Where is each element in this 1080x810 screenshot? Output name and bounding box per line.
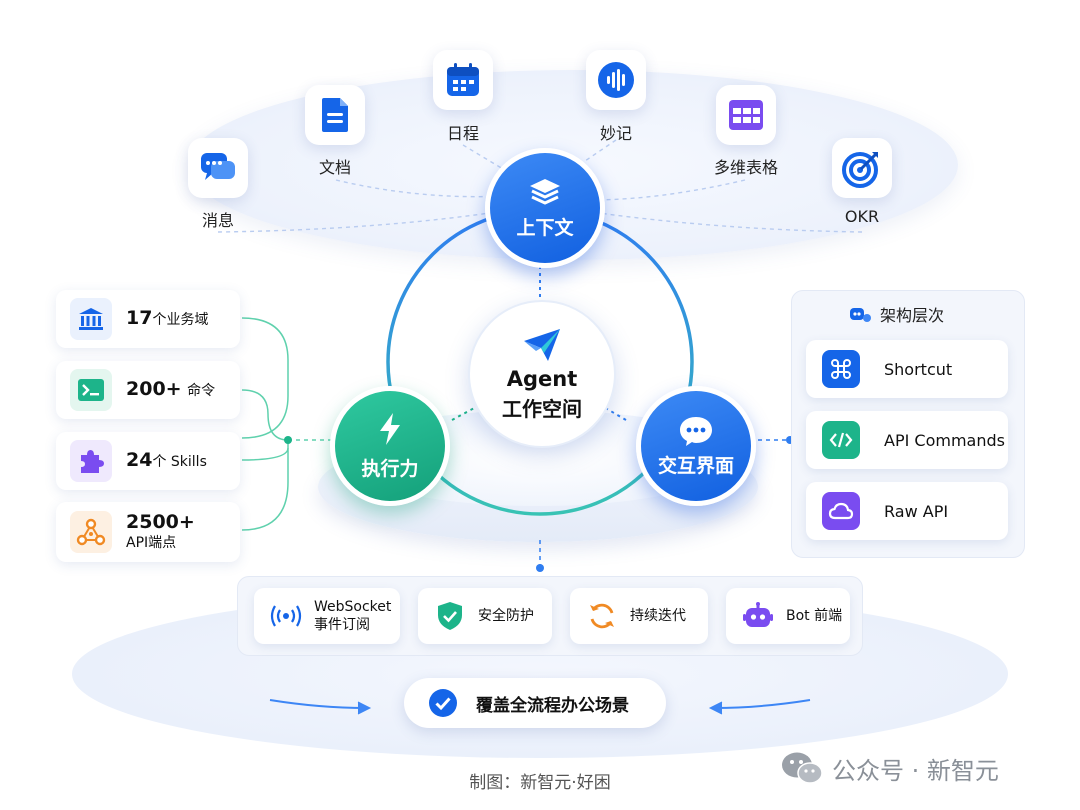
business-domains-count: 17 — [126, 307, 153, 330]
audio-wave-icon — [586, 50, 646, 110]
arch-item-raw-api-label: Raw API — [884, 501, 949, 521]
execution-node: 执行力 — [330, 386, 450, 506]
document-icon — [305, 85, 365, 145]
agent-subtitle: 工作空间 — [502, 396, 582, 421]
robot-icon — [740, 598, 776, 634]
app-label-calendar: 日程 — [446, 124, 479, 143]
refresh-icon — [584, 598, 620, 634]
puzzle-icon — [70, 440, 112, 482]
feature-iteration: 持续迭代 — [570, 588, 708, 644]
code-brackets-icon — [822, 421, 860, 459]
commands-count: 200+ — [126, 378, 182, 401]
target-icon — [832, 138, 892, 198]
feature-iteration-label: 持续迭代 — [630, 607, 686, 624]
terminal-icon — [70, 369, 112, 411]
feature-security-label: 安全防护 — [478, 607, 534, 624]
feature-security: 安全防护 — [418, 588, 552, 644]
arch-item-shortcut-label: Shortcut — [884, 359, 953, 379]
skills-label: 个 Skills — [152, 454, 207, 471]
layers-icon — [530, 178, 560, 204]
nodes-icon — [70, 511, 112, 553]
arch-item-api-commands: API Commands — [806, 411, 1008, 469]
feature-bot-frontend: Bot 前端 — [726, 588, 850, 644]
chat-bubbles-icon — [188, 138, 248, 198]
command-key-icon — [822, 350, 860, 388]
lightning-icon — [380, 412, 400, 445]
watermark-text: 公众号 · 新智元 — [832, 756, 999, 785]
coverage-pill: 覆盖全流程办公场景 — [404, 678, 666, 728]
card-api-endpoints: 2500+API端点 — [56, 502, 240, 562]
app-label-messages: 消息 — [201, 211, 234, 230]
bank-icon — [70, 298, 112, 340]
agent-workspace-node: Agent 工作空间 — [468, 300, 616, 448]
agent-title: Agent — [506, 366, 578, 391]
feature-websocket: WebSocket 事件订阅 — [254, 588, 400, 644]
paper-plane-icon — [524, 328, 560, 361]
coverage-text: 覆盖全流程办公场景 — [476, 695, 629, 716]
speech-bubble-icon — [680, 416, 712, 446]
arch-item-raw-api: Raw API — [806, 482, 1008, 540]
shield-check-icon — [432, 598, 468, 634]
context-label: 上下文 — [516, 216, 574, 239]
broadcast-icon — [268, 598, 304, 634]
api-endpoints-count: 2500+ — [126, 511, 195, 534]
context-node: 上下文 — [485, 148, 605, 268]
commands-label: 命令 — [187, 383, 216, 400]
card-skills: 24个 Skills — [56, 432, 240, 490]
arch-item-api-commands-label: API Commands — [884, 430, 1005, 450]
check-circle-icon — [429, 689, 457, 717]
arch-item-shortcut: Shortcut — [806, 340, 1008, 398]
interface-node: 交互界面 — [636, 386, 756, 506]
watermark: 公众号 · 新智元 — [780, 750, 999, 786]
credit-text: 制图：新智元·好困 — [469, 773, 611, 793]
app-label-bitable: 多维表格 — [713, 158, 778, 177]
skills-count: 24 — [126, 449, 153, 472]
robot-link-icon — [850, 308, 871, 322]
calendar-icon — [433, 50, 493, 110]
interface-label: 交互界面 — [657, 454, 734, 477]
app-label-minutes: 妙记 — [599, 124, 632, 143]
feature-websocket-line2: 事件订阅 — [314, 617, 370, 633]
execution-label: 执行力 — [361, 457, 419, 480]
card-commands: 200+ 命令 — [56, 361, 240, 419]
architecture-title: 架构层次 — [848, 302, 944, 326]
api-endpoints-label: API端点 — [126, 535, 177, 552]
card-business-domains: 17个业务域 — [56, 290, 240, 348]
business-domains-label: 个业务域 — [152, 312, 209, 329]
wechat-icon — [782, 752, 823, 784]
cloud-icon — [822, 492, 860, 530]
app-label-okr: OKR — [844, 207, 880, 226]
table-grid-icon — [716, 85, 776, 145]
feature-websocket-line1: WebSocket — [314, 598, 392, 615]
architecture-title-text: 架构层次 — [880, 306, 945, 325]
feature-bot-frontend-label: Bot 前端 — [786, 607, 843, 624]
app-label-docs: 文档 — [318, 158, 351, 177]
